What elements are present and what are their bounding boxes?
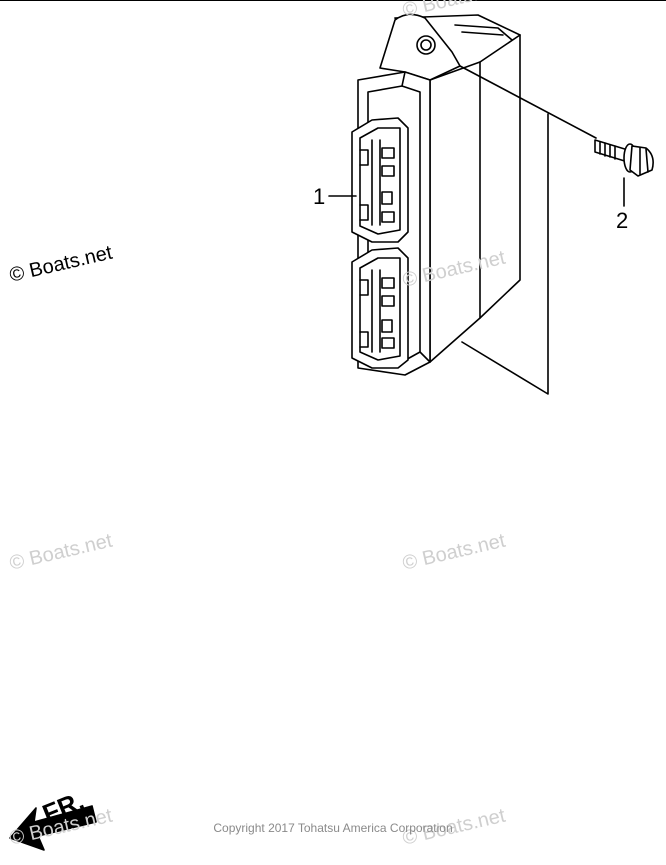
bolt-axis-line	[459, 65, 597, 139]
copyright-text: Copyright 2017 Tohatsu America Corporati…	[213, 821, 453, 835]
control-unit-icon[interactable]	[351, 13, 521, 376]
front-arrow-icon	[9, 805, 97, 851]
bolt-icon[interactable]	[594, 139, 654, 177]
top-border	[0, 0, 666, 1]
callout-part-2[interactable]: 2	[616, 208, 629, 233]
lower-connector	[351, 247, 409, 369]
callout-part-1[interactable]: 1	[313, 184, 326, 209]
upper-connector	[351, 117, 409, 243]
assembly-bracket-line	[461, 113, 549, 395]
